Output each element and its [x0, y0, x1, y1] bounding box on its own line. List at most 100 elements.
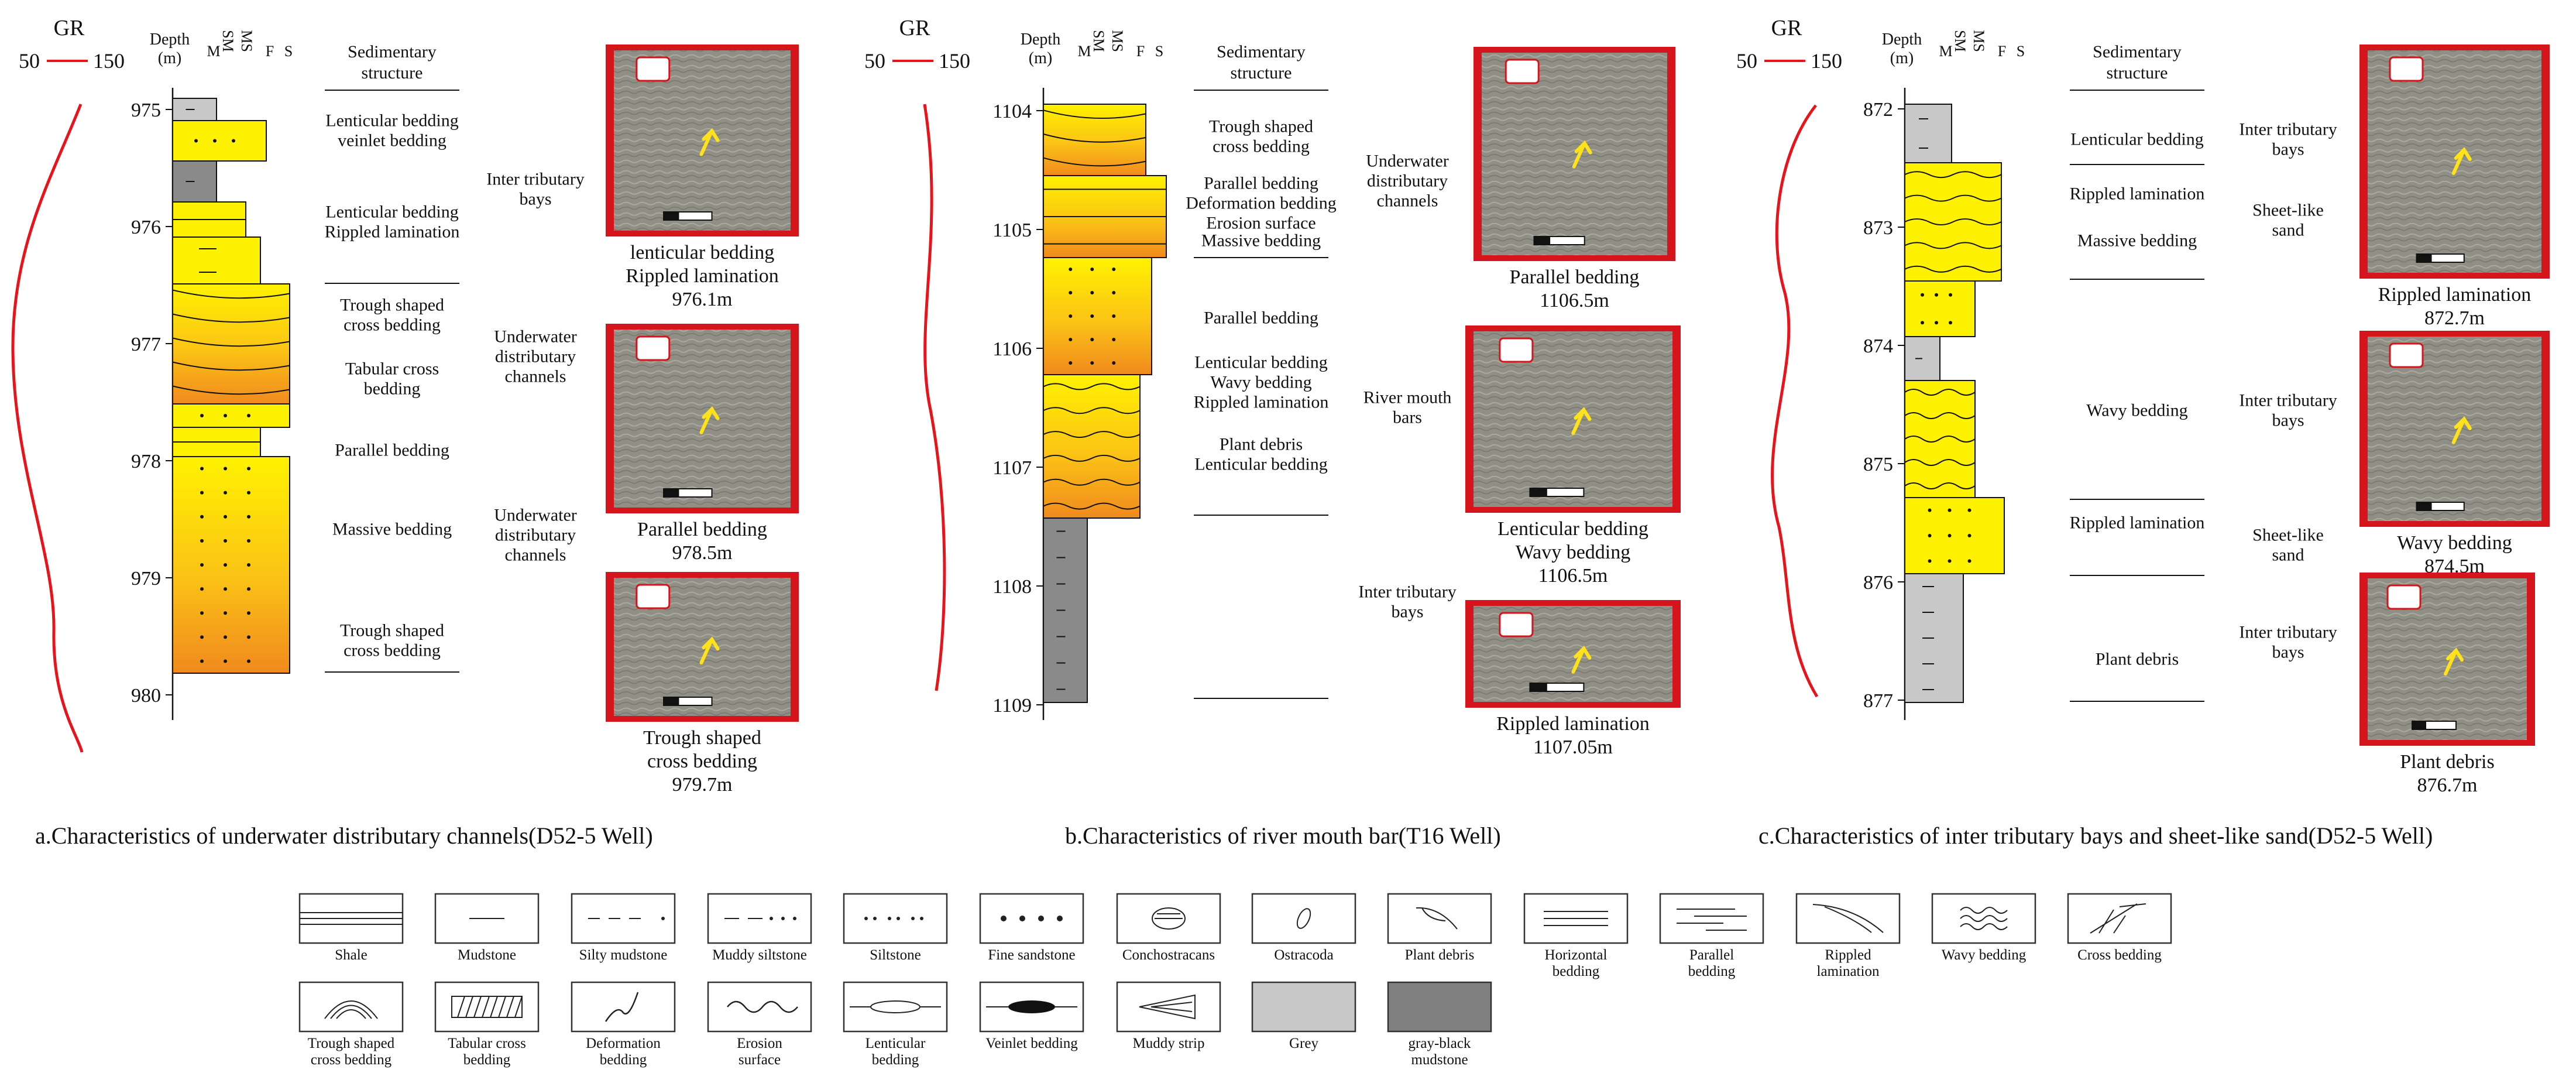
sand-dot: [213, 139, 217, 143]
photo-caption: Parallel bedding: [637, 519, 767, 540]
scale-bar-segment: [664, 697, 679, 705]
scale-bar-segment: [2416, 502, 2432, 510]
depth-label: Depth: [1882, 30, 1922, 49]
arrow-icon: [699, 128, 720, 156]
structure-label: Wavy bedding: [2086, 401, 2187, 420]
gr-max: 150: [1811, 49, 1842, 73]
photo-caption: 1106.5m: [1540, 290, 1609, 311]
legend-swatch: [1251, 981, 1356, 1033]
sand-dot: [1949, 293, 1952, 297]
sand-dot: [1090, 268, 1094, 271]
structure-label: Rippled lamination: [2070, 513, 2205, 533]
legend-label: Parallel: [1689, 947, 1734, 963]
legend-label: Cross bedding: [2077, 947, 2162, 963]
wavy-lamina: [1043, 431, 1141, 438]
structure-label: Parallel bedding: [335, 441, 449, 460]
legend-dot: [770, 917, 773, 920]
sand-dot: [1948, 508, 1952, 512]
sand-dot: [224, 414, 227, 417]
wavy-lamina: [1904, 389, 1976, 396]
facies-label: bays: [2272, 140, 2304, 159]
lithology-bed: [172, 403, 290, 428]
legend-symbol-icon: [473, 996, 482, 1018]
facies-label: distributary: [495, 526, 576, 545]
sand-dot: [247, 491, 250, 495]
structure-header: structure: [2107, 63, 2168, 83]
structure-label: cross bedding: [344, 641, 441, 660]
structure-label: Rippled lamination: [325, 222, 460, 242]
legend-label: mudstone: [1411, 1052, 1468, 1068]
sand-dot: [1069, 291, 1073, 294]
legend-label: gray-black: [1409, 1036, 1471, 1051]
gr-curve: [923, 104, 946, 691]
structure-label: Lenticular bedding: [1194, 455, 1327, 474]
facies-label: distributary: [495, 347, 576, 366]
core-photo: [1482, 53, 1667, 255]
legend-label: Silty mudstone: [579, 947, 668, 963]
legend-label: cross bedding: [311, 1052, 392, 1068]
sand-dot: [194, 139, 198, 143]
structure-label: Rippled lamination: [2070, 184, 2205, 204]
sand-dot: [200, 611, 204, 615]
depth-label: Depth: [150, 30, 190, 49]
depth-tick-label: 875: [1863, 454, 1893, 475]
facies-label: Underwater: [494, 327, 577, 347]
sand-dot: [247, 587, 250, 591]
sand-dot: [247, 659, 250, 663]
scale-bar-segment: [664, 489, 679, 497]
legend-swatch: [298, 981, 404, 1033]
legend-symbol-icon: [1677, 909, 1747, 931]
structure-label: Plant debris: [1220, 435, 1303, 454]
structure-label: Parallel bedding: [1204, 309, 1318, 328]
sand-dot: [224, 563, 227, 567]
sand-dot: [224, 467, 227, 471]
sand-dot: [1921, 321, 1924, 325]
legend-symbol-icon: [2090, 903, 2146, 934]
legend-dot: [793, 917, 796, 920]
sand-dot: [1069, 268, 1073, 271]
legend-dot: [888, 917, 891, 920]
sand-dot: [247, 414, 250, 417]
legend-dot: [897, 917, 900, 920]
legend-swatch: [1116, 981, 1221, 1033]
photo-caption: 976.1m: [672, 289, 733, 310]
grain-col-label: F: [1136, 43, 1145, 60]
sand-dot: [1090, 338, 1094, 341]
arrow-icon: [2451, 147, 2472, 175]
legend-label: Mudstone: [458, 947, 516, 963]
legend-label: bedding: [1553, 964, 1600, 979]
sand-dot: [1928, 534, 1932, 537]
structure-label: Parallel bedding: [1204, 174, 1318, 193]
photo-caption: 872.7m: [2424, 307, 2485, 329]
sand-dot: [1967, 559, 1972, 563]
sand-dot: [1090, 314, 1094, 318]
gr-min: 50: [864, 49, 885, 73]
legend-swatch: [571, 981, 676, 1033]
depth-tick-label: 872: [1863, 99, 1893, 121]
sand-dot: [1112, 291, 1116, 294]
facies-label: Inter tributary: [2239, 120, 2337, 139]
sand-dot: [224, 539, 227, 543]
facies-label: bays: [2272, 411, 2304, 430]
arrow-icon: [1571, 407, 1592, 435]
depth-tick-label: 980: [131, 685, 161, 707]
gr-min: 50: [19, 49, 40, 73]
legend-swatch: [1387, 981, 1492, 1033]
legend-label: Veinlet bedding: [985, 1036, 1078, 1051]
facies-label: Inter tributary: [2239, 623, 2337, 642]
photo-caption: Parallel bedding: [1510, 266, 1640, 288]
legend-symbol-icon: [1812, 904, 1884, 933]
sand-dot: [1935, 293, 1938, 297]
legend-symbol-icon: [604, 992, 639, 1022]
grain-col-label: S: [2017, 43, 2025, 60]
legend-dot: [1001, 916, 1007, 921]
photo-caption: 876.7m: [2417, 774, 2478, 796]
legend-symbol-icon: [300, 912, 403, 925]
structure-label: Trough shaped: [340, 621, 444, 640]
legend-label: Siltstone: [870, 947, 921, 963]
legend-label: Shale: [335, 947, 367, 963]
grain-col-label: F: [266, 43, 274, 60]
sand-dot: [224, 587, 227, 591]
legend-symbol-icon: [1155, 913, 1183, 919]
